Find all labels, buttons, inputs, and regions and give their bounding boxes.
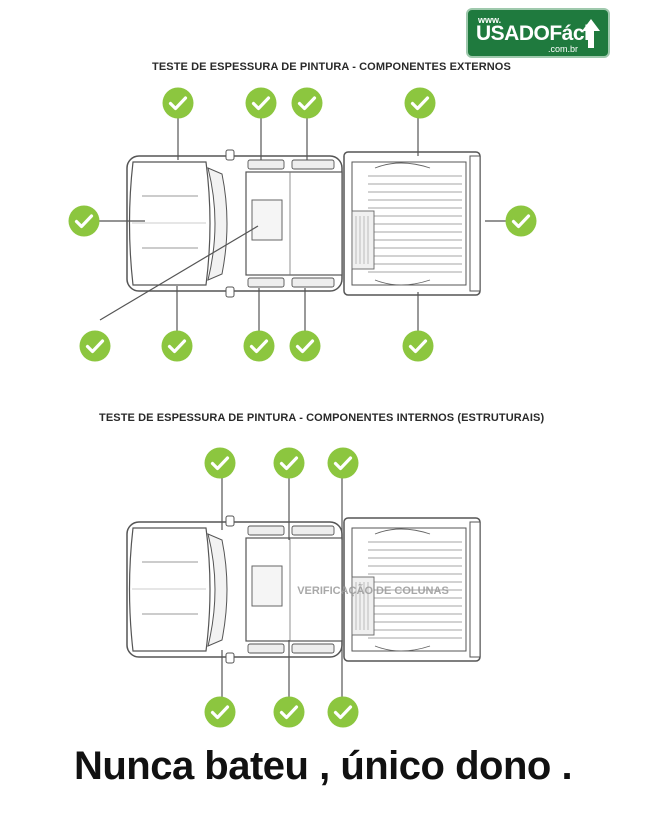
- truck-top-external: [126, 149, 481, 298]
- logo-domain: .com.br: [548, 44, 579, 54]
- logo-www: www.: [478, 15, 502, 25]
- columns-check-overlay-text: VERIFICAÇÃO DE COLUNAS: [297, 584, 449, 597]
- footer-statement: Nunca bateu , único dono .: [73, 744, 573, 788]
- check-circle-icon: [160, 85, 196, 121]
- check-circle-icon: [202, 694, 238, 730]
- check-circle-icon: [402, 85, 438, 121]
- check-circle-icon: [159, 328, 195, 364]
- up-arrow-icon: [582, 19, 600, 48]
- check-circle-icon: [271, 694, 307, 730]
- check-circle-icon: [503, 203, 539, 239]
- check-circle-icon: [66, 203, 102, 239]
- check-circle-icon: [241, 328, 277, 364]
- check-circle-icon: [202, 445, 238, 481]
- check-circle-icon: [243, 85, 279, 121]
- check-circle-icon: [287, 328, 323, 364]
- check-circle-icon: [325, 694, 361, 730]
- external-section-title: TESTE DE ESPESSURA DE PINTURA - COMPONEN…: [152, 61, 511, 73]
- logo-brand: USADOFácil: [476, 22, 595, 45]
- external-pointer-lines: [99, 118, 506, 331]
- check-circle-icon: [400, 328, 436, 364]
- check-circle-icon: [271, 445, 307, 481]
- check-circle-icon: [289, 85, 325, 121]
- check-circle-icon: [77, 328, 113, 364]
- usadofacil-logo: www. USADOFácil .com.br: [466, 8, 610, 58]
- internal-section-title: TESTE DE ESPESSURA DE PINTURA - COMPONEN…: [99, 412, 545, 424]
- check-circle-icon: [325, 445, 361, 481]
- internal-pointer-lines: [221, 478, 343, 697]
